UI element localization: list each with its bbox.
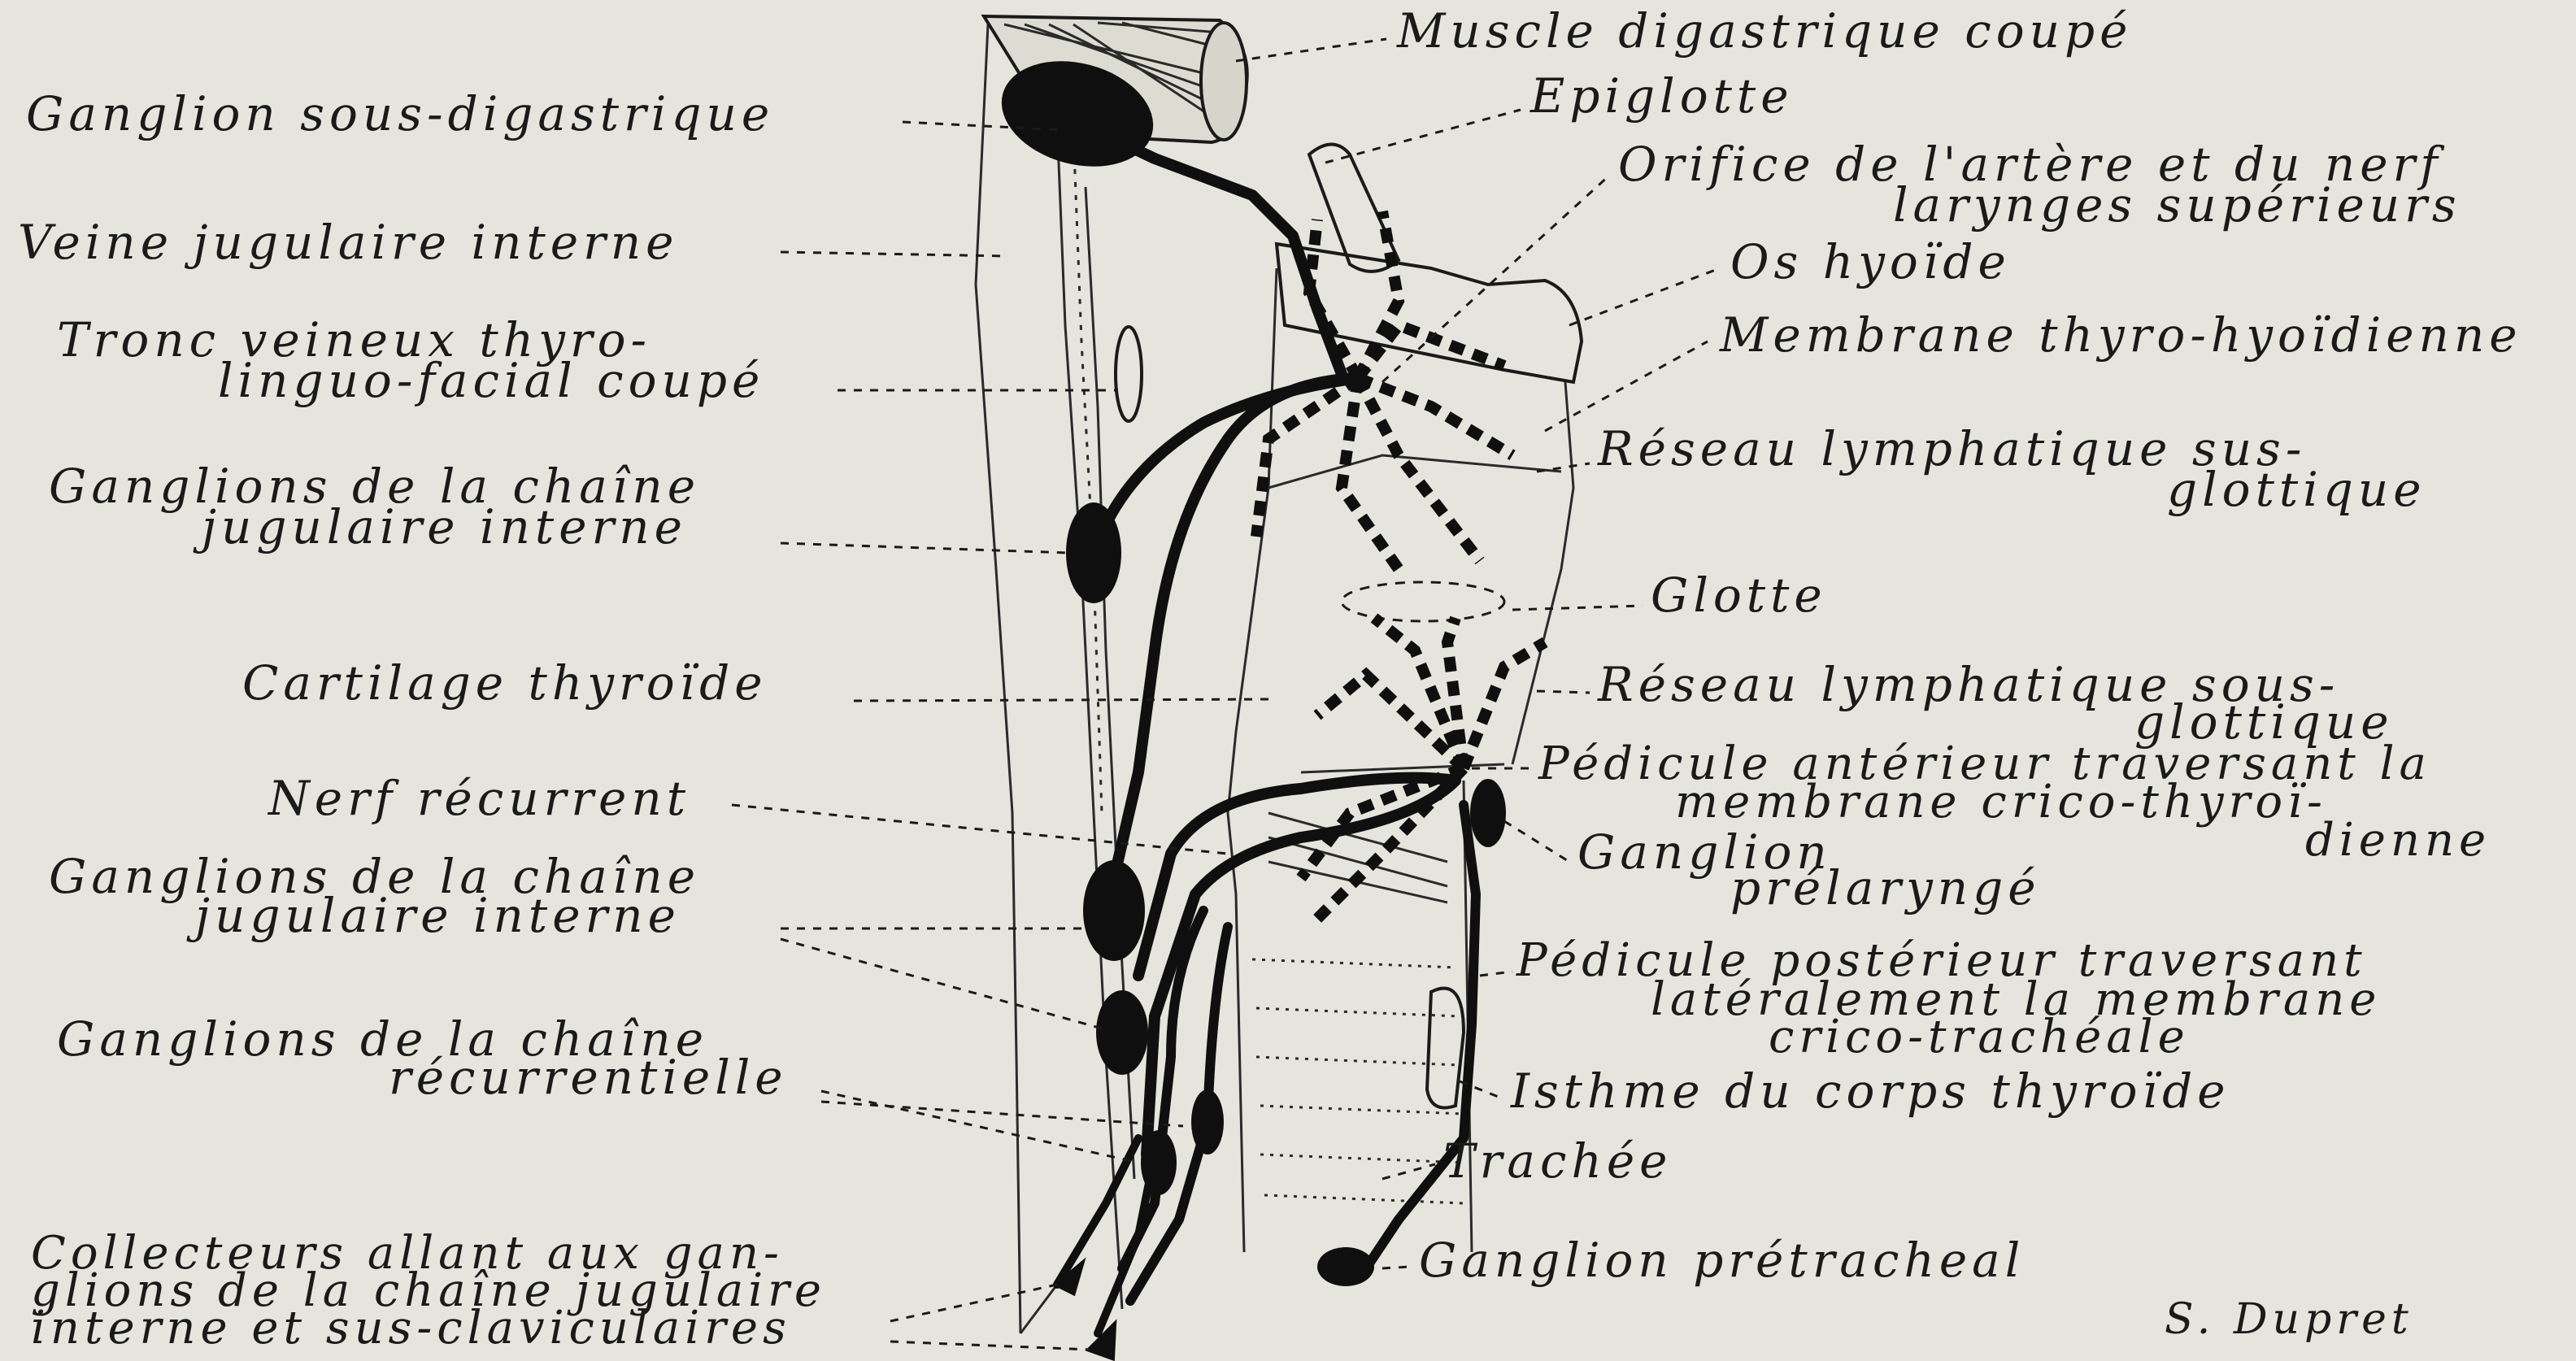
label-cartilage-thyroide: Cartilage thyroïde (242, 655, 768, 711)
internal-jugular-vein (976, 24, 1134, 1333)
label-veine-jugulaire: Veine jugulaire interne (18, 215, 678, 270)
label-os-hyoide: Os hyoïde (1730, 234, 2011, 289)
lymph-nodes (990, 46, 1506, 1286)
ganglion-jugular-lower-node-2 (1096, 990, 1148, 1075)
label-orifice-2: larynges supérieurs (1893, 177, 2461, 233)
thyroid-cartilage (1228, 268, 1573, 894)
label-ganglion-prelaryng-2: prélaryngé (1730, 860, 2041, 915)
venous-trunk-stub (1116, 327, 1142, 421)
label-ganglion-pretracheal: Ganglion prétracheal (1419, 1233, 2025, 1288)
ganglion-pretracheal-node (1317, 1247, 1374, 1286)
label-glotte: Glotte (1651, 567, 1827, 623)
label-pedicule-ant-3: dienne (2305, 814, 2491, 867)
label-epiglotte: Epiglotte (1530, 68, 1794, 124)
ganglion-recurrential-node-1 (1141, 1130, 1177, 1195)
label-pedicule-post-3: crico-trachéale (1769, 1011, 2190, 1063)
ganglion-prelaryngeal-node (1470, 779, 1506, 847)
label-pedicule-ant-2: membrane crico-thyroï- (1675, 776, 2327, 828)
label-muscle-digastrique: Muscle digastrique coupé (1396, 3, 2133, 59)
ganglion-recurrential-node-2 (1191, 1089, 1224, 1154)
label-membrane-thyro-hyoidienne: Membrane thyro-hyoïdienne (1719, 307, 2522, 363)
ganglion-jugular-upper-node (1066, 502, 1121, 603)
glottis (1342, 582, 1504, 621)
label-collecteurs-3: interne et sus-claviculaires (31, 1302, 791, 1354)
label-ganglions-jug1-2: jugulaire interne (193, 499, 687, 554)
label-trachee: Trachée (1443, 1133, 1672, 1189)
thyroid-isthmus (1427, 989, 1464, 1108)
label-ganglion-sous-digastrique: Ganglion sous-digastrique (26, 86, 774, 141)
label-nerf-recurrent: Nerf récurrent (267, 771, 690, 826)
label-ganglions-rec-2: récurrentielle (389, 1050, 788, 1105)
label-reseau-sus-2: glottique (2167, 462, 2426, 517)
lymphatic-collectors (1057, 122, 1476, 1333)
ganglion-jugular-lower-node-1 (1083, 860, 1145, 961)
label-tronc-2: linguo-facial coupé (218, 353, 764, 408)
signature: S. Dupret (2165, 1295, 2413, 1344)
label-isthme: Isthme du corps thyroïde (1510, 1063, 2230, 1119)
label-ganglions-jug2-2: jugulaire interne (186, 888, 681, 943)
